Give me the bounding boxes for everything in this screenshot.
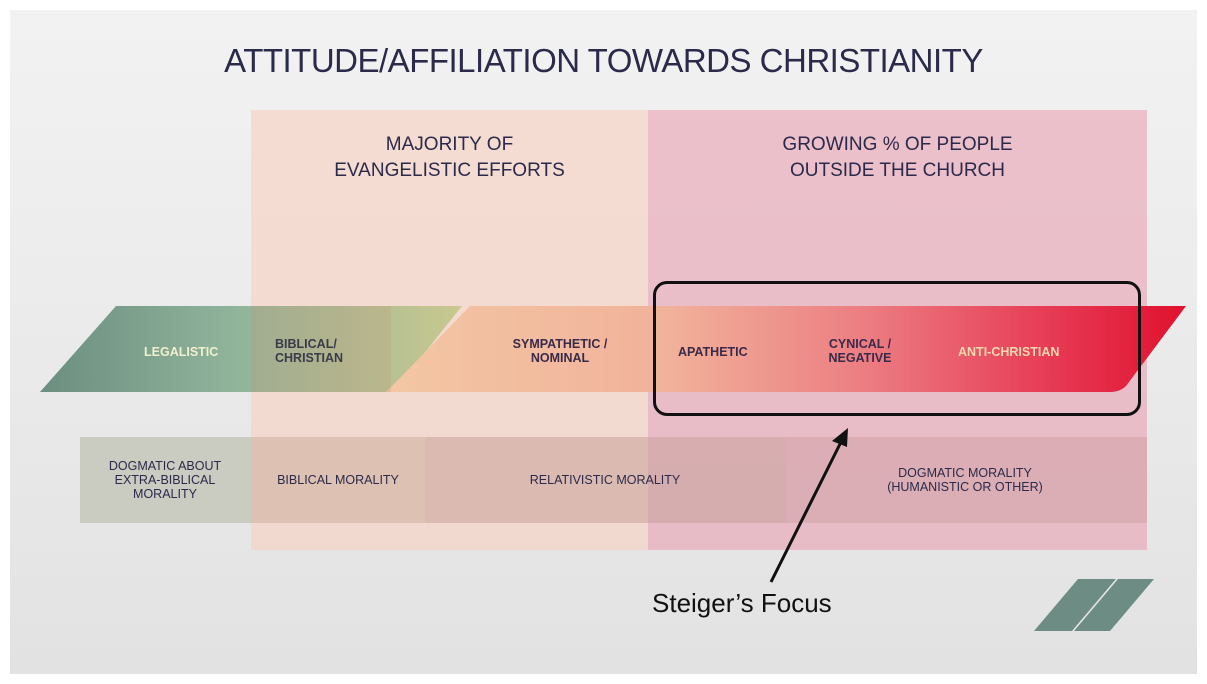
morality-dogmatic-extra-biblical-label: DOGMATIC ABOUT EXTRA-BIBLICAL MORALITY xyxy=(108,459,222,501)
morality-dogmatic-extra-biblical-block xyxy=(80,437,251,523)
logo-icon xyxy=(1034,579,1154,631)
category-apathetic: APATHETIC xyxy=(678,345,748,359)
morality-biblical-block xyxy=(251,437,425,523)
attitude-spectrum xyxy=(40,306,1186,392)
morality-dogmatic-block xyxy=(786,437,1147,523)
morality-relativistic-label: RELATIVISTIC MORALITY xyxy=(529,473,681,487)
morality-dogmatic-label: DOGMATIC MORALITY (HUMANISTIC OR OTHER) xyxy=(887,466,1043,494)
category-sympathetic-nominal: SYMPATHETIC / NOMINAL xyxy=(512,337,608,365)
category-biblical-christian: BIBLICAL/ CHRISTIAN xyxy=(275,337,344,365)
evangelistic-efforts-label: MAJORITY OF EVANGELISTIC EFFORTS xyxy=(334,134,565,181)
focus-label: Steiger’s Focus xyxy=(652,588,832,618)
morality-relativistic-block xyxy=(425,437,786,523)
category-anti-christian: ANTI-CHRISTIAN xyxy=(958,345,1060,359)
focus-arrow xyxy=(769,428,848,583)
category-cynical-negative: CYNICAL / NEGATIVE xyxy=(828,337,892,365)
morality-biblical-label: BIBLICAL MORALITY xyxy=(277,473,399,487)
slide: ATTITUDE/AFFILIATION TOWARDS CHRISTIANIT… xyxy=(10,10,1197,674)
band-left-shape xyxy=(40,306,462,392)
outside-church-label: GROWING % OF PEOPLE OUTSIDE THE CHURCH xyxy=(782,134,1013,181)
slide-title: ATTITUDE/AFFILIATION TOWARDS CHRISTIANIT… xyxy=(224,42,983,79)
band-right-shape xyxy=(386,306,1186,392)
category-legalistic: LEGALISTIC xyxy=(144,345,219,359)
focus-highlight-box xyxy=(653,281,1141,416)
